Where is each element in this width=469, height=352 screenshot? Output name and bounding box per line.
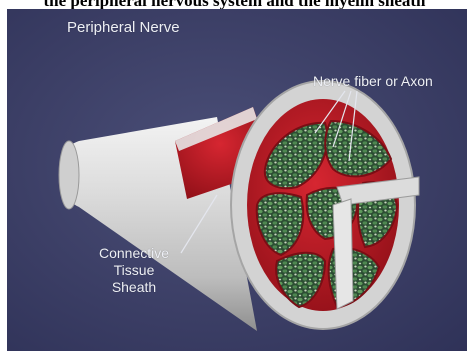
axon-label: Nerve fiber or Axon bbox=[313, 73, 433, 90]
diagram-title: Peripheral Nerve bbox=[67, 19, 180, 36]
nerve-illustration bbox=[7, 9, 467, 351]
nerve-diagram-panel: Peripheral Nerve Nerve fiber or Axon Con… bbox=[7, 9, 467, 351]
sheath-label-line3: Sheath bbox=[85, 279, 183, 296]
sheath-label: Connective Tissue Sheath bbox=[85, 245, 183, 296]
sheath-label-line2: Tissue bbox=[85, 262, 183, 279]
tube-far-end bbox=[59, 141, 79, 209]
sheath-label-line1: Connective bbox=[85, 245, 183, 262]
sheath-slice-vertical bbox=[333, 199, 353, 309]
